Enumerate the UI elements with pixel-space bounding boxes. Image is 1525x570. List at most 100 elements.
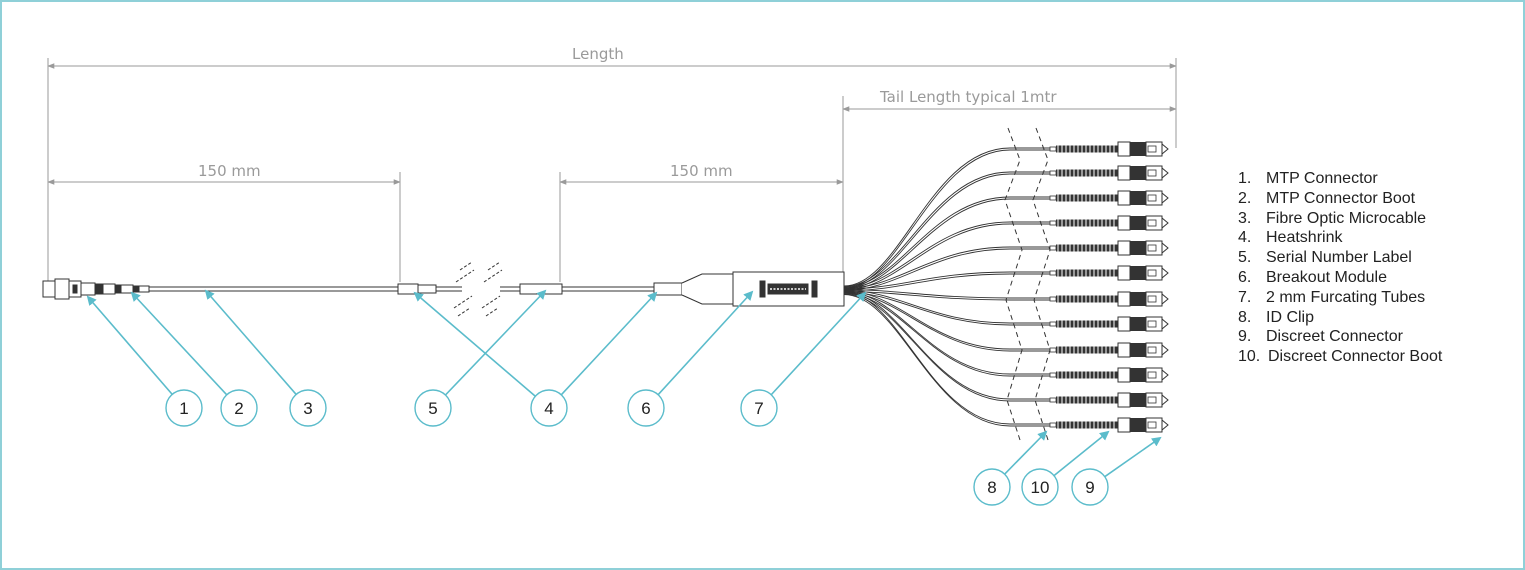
furcating-tube xyxy=(843,149,1050,289)
discreet-connector xyxy=(1049,240,1169,256)
furcating-tubes xyxy=(843,147,1050,427)
legend-item-label: Discreet Connector Boot xyxy=(1268,348,1443,366)
legend-item-number: 5. xyxy=(1238,249,1252,267)
legend-item-label: Serial Number Label xyxy=(1266,249,1412,267)
furcating-tube xyxy=(843,246,1050,289)
callout-3: 3 xyxy=(289,389,327,427)
callout-number: 7 xyxy=(754,399,763,418)
legend-item-label: Fibre Optic Microcable xyxy=(1266,209,1427,227)
legend-item-label: MTP Connector Boot xyxy=(1266,189,1416,207)
legend-item: 9.Discreet Connector xyxy=(1238,327,1442,347)
callout-number: 10 xyxy=(1031,478,1050,497)
furcating-tube xyxy=(843,196,1050,288)
callout-arrow xyxy=(204,289,297,395)
legend-item: 5. Serial Number Label xyxy=(1238,248,1442,268)
callout-circle xyxy=(220,389,258,427)
callout-arrow xyxy=(1053,430,1110,477)
callout-7: 7 xyxy=(740,389,778,427)
legend-item: 1.MTP Connector xyxy=(1238,169,1442,189)
callout-arrow xyxy=(770,291,867,396)
callout-arrow xyxy=(130,291,228,396)
callout-circles: 1 2 3 5 4 6 7 8 10 9 xyxy=(165,389,1109,506)
callout-arrow xyxy=(560,291,658,396)
callout-arrow xyxy=(86,295,173,395)
discreet-connector xyxy=(1049,215,1169,231)
mtp-connector-boot xyxy=(102,283,150,295)
legend-item: 7.2 mm Furcating Tubes xyxy=(1238,288,1442,308)
legend-item: 4.Heatshrink xyxy=(1238,228,1442,248)
heatshrink-left xyxy=(397,283,437,295)
furcating-tube xyxy=(843,171,1050,288)
legend-item-label: MTP Connector xyxy=(1266,170,1378,187)
callout-10: 10 xyxy=(1021,468,1059,506)
furcating-tube xyxy=(843,271,1050,290)
callout-number: 9 xyxy=(1085,478,1094,497)
callout-1: 1 xyxy=(165,389,203,427)
callout-number: 2 xyxy=(234,399,243,418)
left-150mm-label: 150 mm xyxy=(198,162,261,180)
callout-9: 9 xyxy=(1071,468,1109,506)
mtp-connector xyxy=(42,278,104,300)
legend-item-number: 10. xyxy=(1238,348,1261,366)
discreet-connector xyxy=(1049,265,1169,281)
callout-circle xyxy=(973,468,1011,506)
furcating-tube xyxy=(843,289,1050,299)
legend-item-number: 2. xyxy=(1238,189,1252,207)
discreet-connector xyxy=(1049,141,1169,157)
callout-circle xyxy=(1071,468,1109,506)
legend-item-number: 3. xyxy=(1238,209,1252,227)
callout-number: 6 xyxy=(641,399,650,418)
legend-item: 6. Breakout Module xyxy=(1238,268,1442,288)
callout-circle xyxy=(627,389,665,427)
callout-arrow xyxy=(444,289,547,396)
discreet-connector xyxy=(1049,165,1169,181)
right-150mm-label: 150 mm xyxy=(670,162,733,180)
callout-arrow xyxy=(657,290,754,396)
furcating-tube xyxy=(843,147,1050,287)
callout-circle xyxy=(740,389,778,427)
discreet-connector xyxy=(1049,316,1169,332)
serial-number-label xyxy=(519,283,563,295)
legend-item: 10. Discreet Connector Boot xyxy=(1238,347,1442,367)
tail-length-label: Tail Length typical 1mtr xyxy=(879,88,1057,106)
callout-number: 8 xyxy=(987,478,996,497)
breakout-module xyxy=(732,271,845,307)
callout-arrow xyxy=(413,291,536,397)
callout-4: 4 xyxy=(530,389,568,427)
discreet-connector xyxy=(1049,190,1169,206)
fanout-break xyxy=(1004,127,1051,441)
discreet-connector xyxy=(1049,291,1169,307)
callout-6: 6 xyxy=(627,389,665,427)
legend-item: 3. Fibre Optic Microcable xyxy=(1238,209,1442,229)
legend-item-number: 8. xyxy=(1238,308,1252,326)
cable-break xyxy=(453,261,503,317)
discreet-connector xyxy=(1049,392,1169,408)
discreet-connector xyxy=(1049,417,1169,433)
legend-item-number: 7. xyxy=(1238,288,1252,306)
callout-8: 8 xyxy=(973,468,1011,506)
callout-5: 5 xyxy=(414,389,452,427)
callout-circle xyxy=(414,389,452,427)
callout-arrow xyxy=(1104,436,1162,478)
callout-number: 1 xyxy=(179,399,188,418)
legend-item-label: ID Clip xyxy=(1266,308,1315,326)
furcating-tube xyxy=(843,293,1050,402)
callout-2: 2 xyxy=(220,389,258,427)
legend-item-label: Breakout Module xyxy=(1266,268,1387,286)
callout-circle xyxy=(1021,468,1059,506)
callout-circle xyxy=(530,389,568,427)
legend-item-number: 4. xyxy=(1238,229,1252,247)
discreet-connectors xyxy=(1049,141,1169,433)
callout-arrows xyxy=(86,289,1162,478)
discreet-connector xyxy=(1049,367,1169,383)
callout-arrow xyxy=(1004,430,1048,475)
callout-circle xyxy=(289,389,327,427)
callout-number: 4 xyxy=(544,399,553,418)
callout-circle xyxy=(165,389,203,427)
legend-item: 2. MTP Connector Boot xyxy=(1238,189,1442,209)
legend-item-number: 6. xyxy=(1238,268,1252,286)
legend-item: 8. ID Clip xyxy=(1238,308,1442,328)
